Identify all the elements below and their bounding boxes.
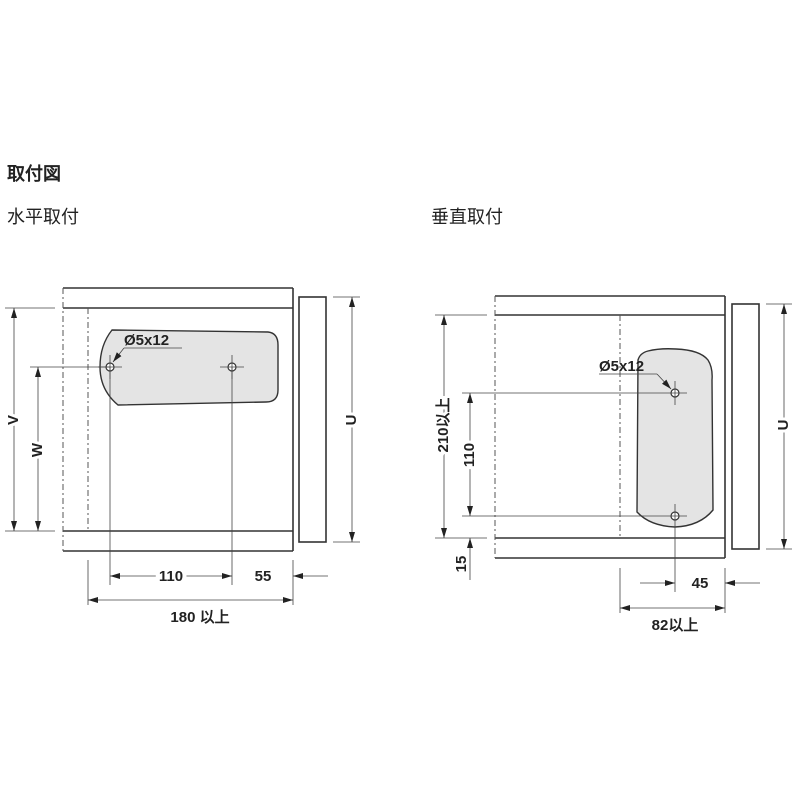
hole-icon	[663, 381, 687, 405]
mounting-plate	[99, 329, 279, 406]
dim-bottom-label: 15	[453, 556, 470, 573]
dim-min-height-label: 210以上	[435, 397, 452, 452]
hole-size-label: Ø5x12	[599, 358, 644, 375]
vertical-heading: 垂直取付	[431, 207, 503, 228]
vertical-mounting-diagram: Ø5x12 210以上 110 15 U 45	[432, 295, 795, 634]
dim-min-width-label: 82以上	[652, 617, 699, 634]
page-title: 取付図	[7, 164, 61, 185]
dim-w-label: W	[29, 442, 46, 457]
door-panel	[731, 303, 760, 550]
mounting-plate	[636, 348, 714, 528]
dim-u-label: U	[343, 415, 360, 426]
dim-min-width-label: 180 以上	[170, 609, 229, 626]
dim-v-label: V	[5, 415, 22, 425]
horizontal-heading: 水平取付	[7, 207, 79, 228]
door-panel	[298, 296, 327, 543]
dim-hole-spacing-label: 110	[461, 443, 478, 467]
dim-u-label: U	[775, 420, 792, 431]
dim-edge-label: 45	[692, 575, 709, 592]
dim-hole-spacing-label: 110	[159, 568, 183, 585]
hole-icon	[663, 504, 687, 528]
horizontal-mounting-diagram: Ø5x12 V W U 110 55 180 以上	[2, 287, 363, 626]
hole-size-label: Ø5x12	[124, 332, 169, 349]
cabinet	[62, 287, 294, 552]
cabinet	[494, 295, 726, 559]
dim-edge-label: 55	[255, 568, 272, 585]
